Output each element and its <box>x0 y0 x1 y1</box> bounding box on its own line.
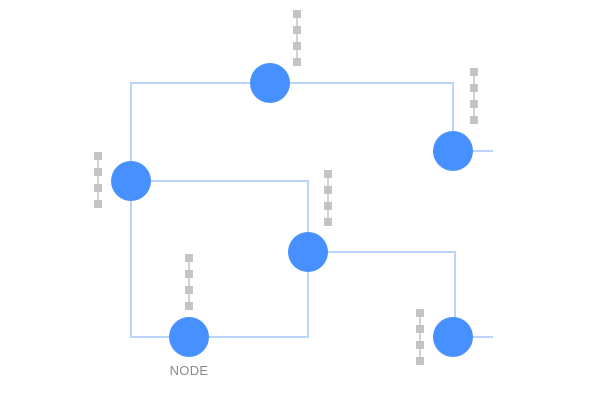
marker-square <box>185 254 193 262</box>
marker-square <box>293 10 301 18</box>
edge-c-a-b <box>130 82 493 181</box>
node-d[interactable] <box>288 232 328 272</box>
marker-square <box>94 184 102 192</box>
marker-square <box>293 26 301 34</box>
marker-square <box>470 116 478 124</box>
marker-square <box>470 68 478 76</box>
node-label: NODE <box>169 363 209 378</box>
marker-square <box>94 200 102 208</box>
edges <box>130 82 493 338</box>
node-b[interactable] <box>433 131 473 171</box>
marker-square <box>416 325 424 333</box>
marker-square <box>324 170 332 178</box>
marker-square <box>324 202 332 210</box>
node-a[interactable] <box>250 63 290 103</box>
marker-square <box>293 42 301 50</box>
marker-square <box>293 58 301 66</box>
marker-square <box>470 100 478 108</box>
marker-square <box>416 341 424 349</box>
edge-c-d <box>131 180 309 252</box>
marker-square <box>185 302 193 310</box>
marker-square <box>324 186 332 194</box>
marker-square <box>94 152 102 160</box>
node-e[interactable] <box>169 317 209 357</box>
marker-square <box>416 309 424 317</box>
node-c[interactable] <box>111 161 151 201</box>
marker-square <box>94 168 102 176</box>
marker-square <box>324 218 332 226</box>
node-f[interactable] <box>433 317 473 357</box>
markers <box>94 10 478 365</box>
marker-square <box>185 270 193 278</box>
nodes <box>111 63 473 357</box>
marker-square <box>185 286 193 294</box>
edge-d-f <box>308 251 493 338</box>
marker-square <box>416 357 424 365</box>
edge-c-e-d <box>130 181 309 338</box>
marker-square <box>470 84 478 92</box>
